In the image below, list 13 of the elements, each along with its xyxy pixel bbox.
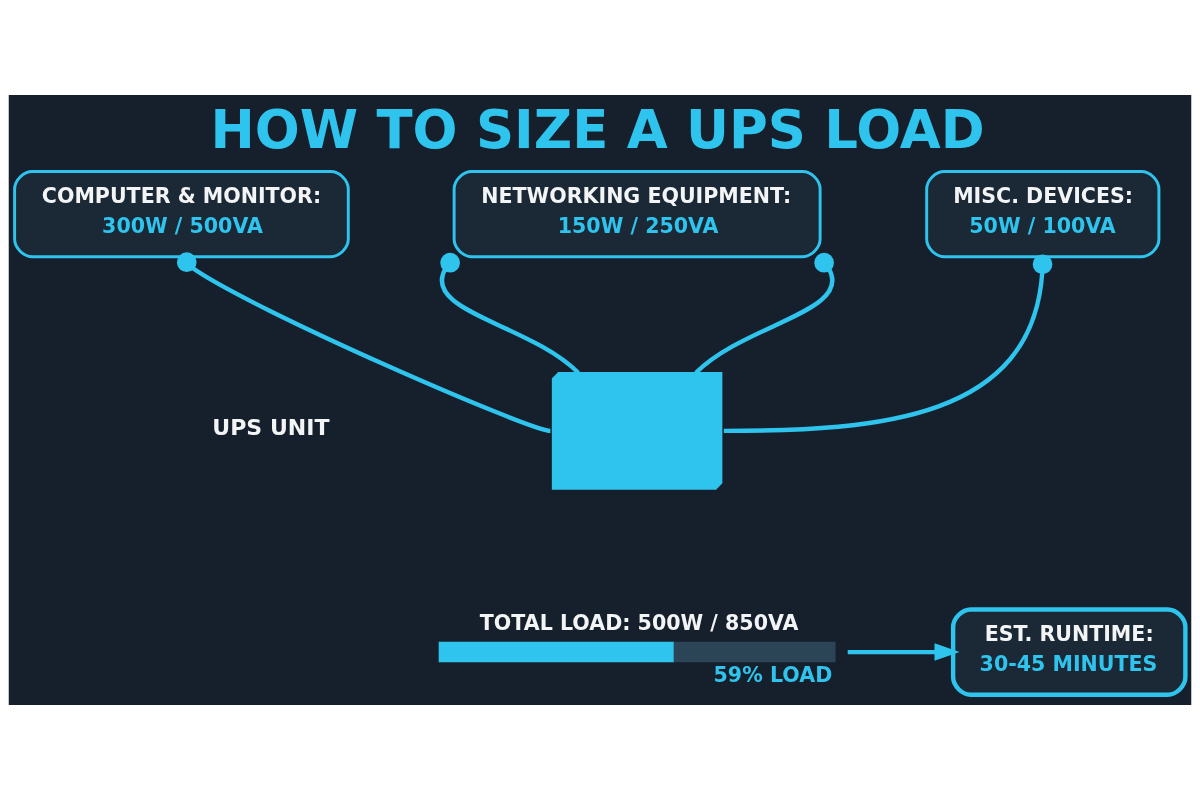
connector bbox=[723, 254, 1053, 434]
node-label: TOTAL LOAD: 500W / 850VA bbox=[479, 611, 799, 636]
node-box: COMPUTER & MONITOR: 300W / 500VA bbox=[13, 169, 350, 259]
node-label: 59% LOAD bbox=[713, 662, 833, 687]
node-box: NETWORKING EQUIPMENT: 150W / 250VA bbox=[452, 169, 822, 259]
node-box: EST. RUNTIME: 30-45 MINUTES bbox=[950, 607, 1188, 697]
connector bbox=[176, 252, 551, 433]
label: UPS UNIT bbox=[212, 414, 330, 440]
connector bbox=[439, 252, 580, 375]
connector bbox=[694, 252, 835, 375]
arrow bbox=[847, 643, 960, 661]
node-box: MISC. DEVICES: 50W / 100VA bbox=[925, 169, 1161, 259]
diagram-title: HOW TO SIZE A UPS LOAD bbox=[210, 98, 985, 160]
